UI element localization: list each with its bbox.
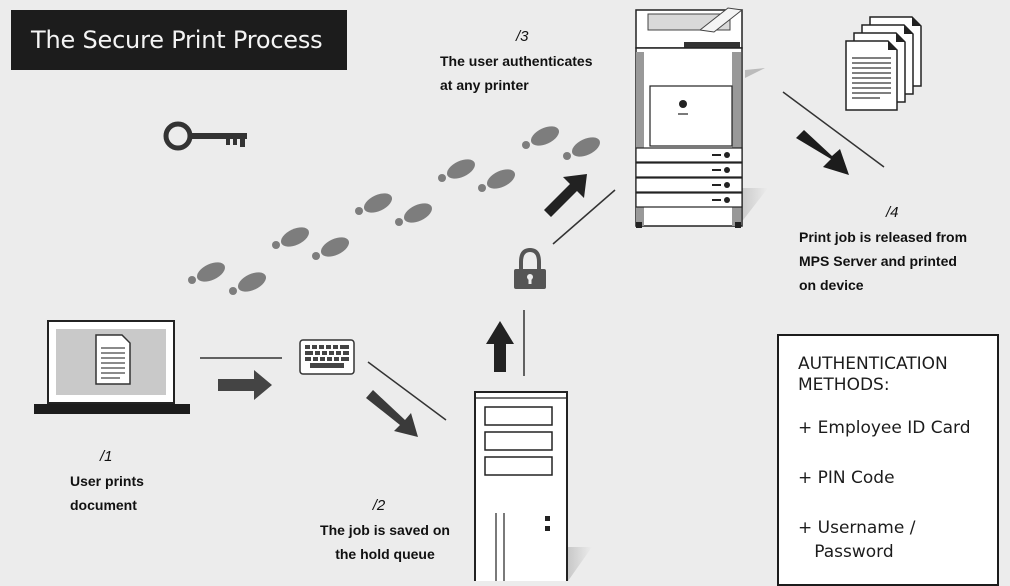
paper-stack-icon: [845, 16, 922, 111]
auth-method-item: + Username / Password: [798, 518, 916, 562]
arrow-icon: [544, 174, 587, 217]
step-1-label: /1 User prints document: [70, 445, 190, 517]
printer-icon: [635, 7, 768, 228]
arrow-icon: [218, 370, 272, 400]
arrow-icon: [486, 321, 514, 372]
auth-method-item: + PIN Code: [798, 468, 895, 488]
server-icon: [474, 391, 592, 581]
auth-method-item: + Employee ID Card: [798, 418, 971, 438]
step-number: /3: [516, 28, 529, 45]
authentication-methods-panel: AUTHENTICATION METHODS: + Employee ID Ca…: [777, 334, 999, 586]
auth-title: AUTHENTICATION METHODS:: [798, 354, 948, 395]
step-3-label: /3 The user authenticates at any printer: [440, 25, 610, 97]
step-text: Print job is released from MPS Server an…: [799, 229, 968, 293]
key-icon: [163, 121, 247, 151]
keyboard-icon: [299, 339, 355, 375]
step-text: The user authenticates at any printer: [440, 53, 593, 93]
step-text: The job is saved on the hold queue: [320, 522, 450, 562]
connector-line: [782, 91, 885, 168]
step-text: User prints document: [70, 473, 144, 513]
arrow-icon: [796, 130, 849, 175]
step-number: /2: [372, 497, 386, 514]
page-title: The Secure Print Process: [11, 10, 347, 70]
step-4-label: /4 Print job is released from MPS Server…: [799, 201, 1004, 297]
lock-icon: [514, 247, 546, 289]
connector-line: [367, 361, 447, 421]
footprints-icon: [188, 126, 601, 295]
arrow-icon: [366, 390, 418, 437]
connector-line: [552, 189, 616, 245]
step-number: /1: [100, 448, 113, 465]
document-icon: [95, 334, 131, 385]
step-number: /4: [886, 204, 899, 221]
step-2-label: /2 The job is saved on the hold queue: [312, 494, 458, 566]
